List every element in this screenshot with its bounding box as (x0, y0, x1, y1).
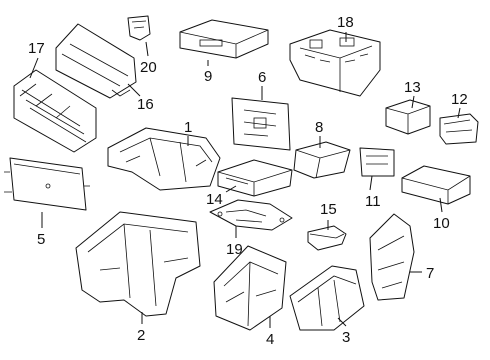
part-9-module (179, 19, 269, 59)
leader-lines (29, 32, 461, 328)
part-1-bracket (107, 127, 221, 191)
callout-20: 20 (140, 59, 157, 76)
callout-5: 5 (37, 231, 45, 248)
part-13-module (385, 99, 431, 135)
callout-17: 17 (28, 40, 45, 57)
part-16-cover (55, 23, 137, 99)
part-8-module (293, 141, 351, 179)
part-6-module (231, 97, 291, 151)
part-20-connector (127, 15, 151, 41)
callout-7: 7 (426, 265, 434, 282)
callout-2: 2 (137, 327, 145, 344)
callout-14: 14 (206, 191, 223, 208)
callout-16: 16 (137, 96, 154, 113)
part-18-fuse-box (289, 29, 381, 97)
part-11-module (359, 147, 395, 177)
part-3-bracket (289, 265, 365, 331)
part-5-module (4, 157, 90, 211)
callout-13: 13 (404, 79, 421, 96)
part-15-connector (307, 225, 347, 251)
part-12-connector (439, 113, 479, 145)
callout-10: 10 (433, 215, 450, 232)
callout-4: 4 (266, 331, 274, 348)
part-7-bracket (369, 213, 415, 301)
part-2-bracket (75, 211, 201, 317)
callout-8: 8 (315, 119, 323, 136)
callout-6: 6 (258, 69, 266, 86)
callout-9: 9 (204, 68, 212, 85)
callout-19: 19 (226, 241, 243, 258)
callout-1: 1 (184, 119, 192, 136)
part-10-module (401, 165, 471, 205)
part-4-bracket (213, 245, 287, 331)
callout-12: 12 (451, 91, 468, 108)
callout-18: 18 (337, 14, 354, 31)
callout-15: 15 (320, 201, 337, 218)
part-14-module (217, 159, 293, 197)
callout-3: 3 (342, 329, 350, 346)
part-17-module (13, 69, 97, 153)
callout-labels: 17 16 20 9 18 6 1 13 12 8 11 14 10 5 19 … (28, 14, 468, 348)
callout-11: 11 (365, 193, 381, 210)
